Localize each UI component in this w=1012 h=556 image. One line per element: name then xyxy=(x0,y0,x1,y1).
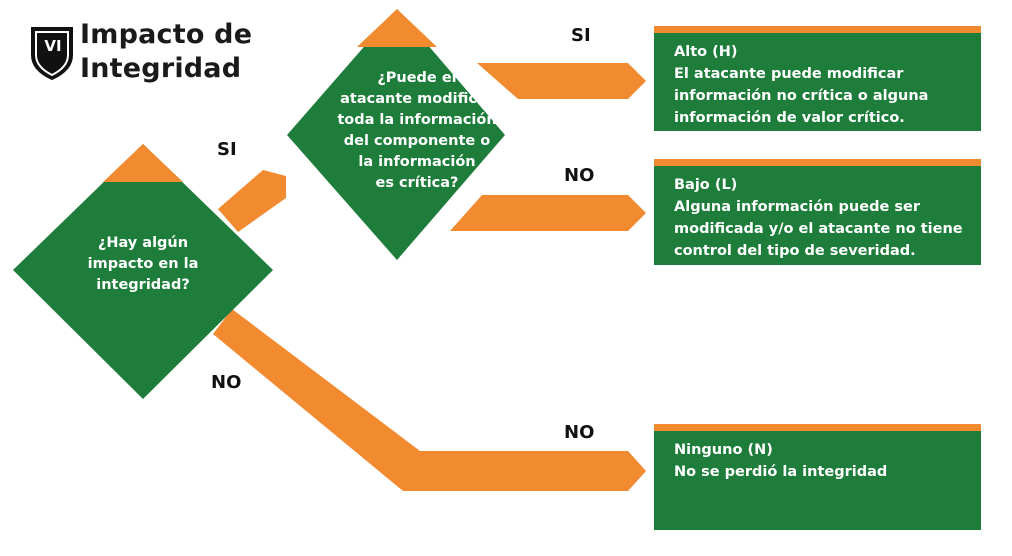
outcome-high-line: El atacante puede modificar xyxy=(674,66,904,82)
outcome-low-line: modificada y/o el atacante no tiene xyxy=(674,221,963,237)
outcome-low-line: Bajo (L) xyxy=(674,177,738,193)
label-no-main: NO xyxy=(211,372,242,393)
page-title: Impacto de Integridad xyxy=(80,18,252,86)
title-line: Integridad xyxy=(80,53,242,84)
label-no-second: NO xyxy=(564,165,595,186)
outcome-none-line: Ninguno (N) xyxy=(674,442,773,458)
decision-second-text: ¿Puede el atacante modificar toda la inf… xyxy=(322,68,512,194)
decision-main-line: ¿Hay algún xyxy=(97,235,189,251)
arrow-second-no xyxy=(450,195,646,231)
title-line: Impacto de xyxy=(80,19,253,50)
outcome-high-line: Alto (H) xyxy=(674,44,738,60)
outcome-low-line: Alguna información puede ser xyxy=(674,199,920,215)
decision-second-cap xyxy=(357,9,437,47)
outcome-low-box: Bajo (L) Alguna información puede ser mo… xyxy=(654,159,981,265)
decision-second-line: toda la información xyxy=(337,112,497,128)
decision-second-line: del componente o xyxy=(343,133,491,149)
badge-label: VI xyxy=(44,37,62,55)
outcome-low-line: control del tipo de severidad. xyxy=(674,243,916,259)
label-si-second: SI xyxy=(571,25,591,46)
decision-second-diamond xyxy=(287,9,505,260)
label-si-main: SI xyxy=(217,139,237,160)
outcome-none-line: No se perdió la integridad xyxy=(674,464,888,480)
decision-second-line: atacante modificar xyxy=(340,91,494,107)
label-no-bottom: NO xyxy=(564,422,595,443)
arrow-main-no xyxy=(213,309,646,491)
outcome-none-box: Ninguno (N) No se perdió la integridad xyxy=(654,424,981,530)
outcome-high-line: información de valor crítico. xyxy=(674,110,905,126)
outcome-high-line: información no crítica o alguna xyxy=(674,88,929,104)
shield-icon xyxy=(31,27,73,81)
decision-main-line: impacto en la xyxy=(87,256,199,272)
outcome-high-box: Alto (H) El atacante puede modificar inf… xyxy=(654,26,981,131)
decision-main-diamond xyxy=(13,144,273,399)
decision-second-line: ¿Puede el xyxy=(377,70,457,86)
decision-second-line: es crítica? xyxy=(375,175,459,191)
arrow-main-si xyxy=(218,170,286,232)
arrow-second-si xyxy=(477,63,646,99)
decision-main-line: integridad? xyxy=(96,277,190,293)
decision-second-line: la información xyxy=(358,154,476,170)
decision-main-cap xyxy=(103,144,183,182)
decision-main-text: ¿Hay algún impacto en la integridad? xyxy=(63,233,223,296)
